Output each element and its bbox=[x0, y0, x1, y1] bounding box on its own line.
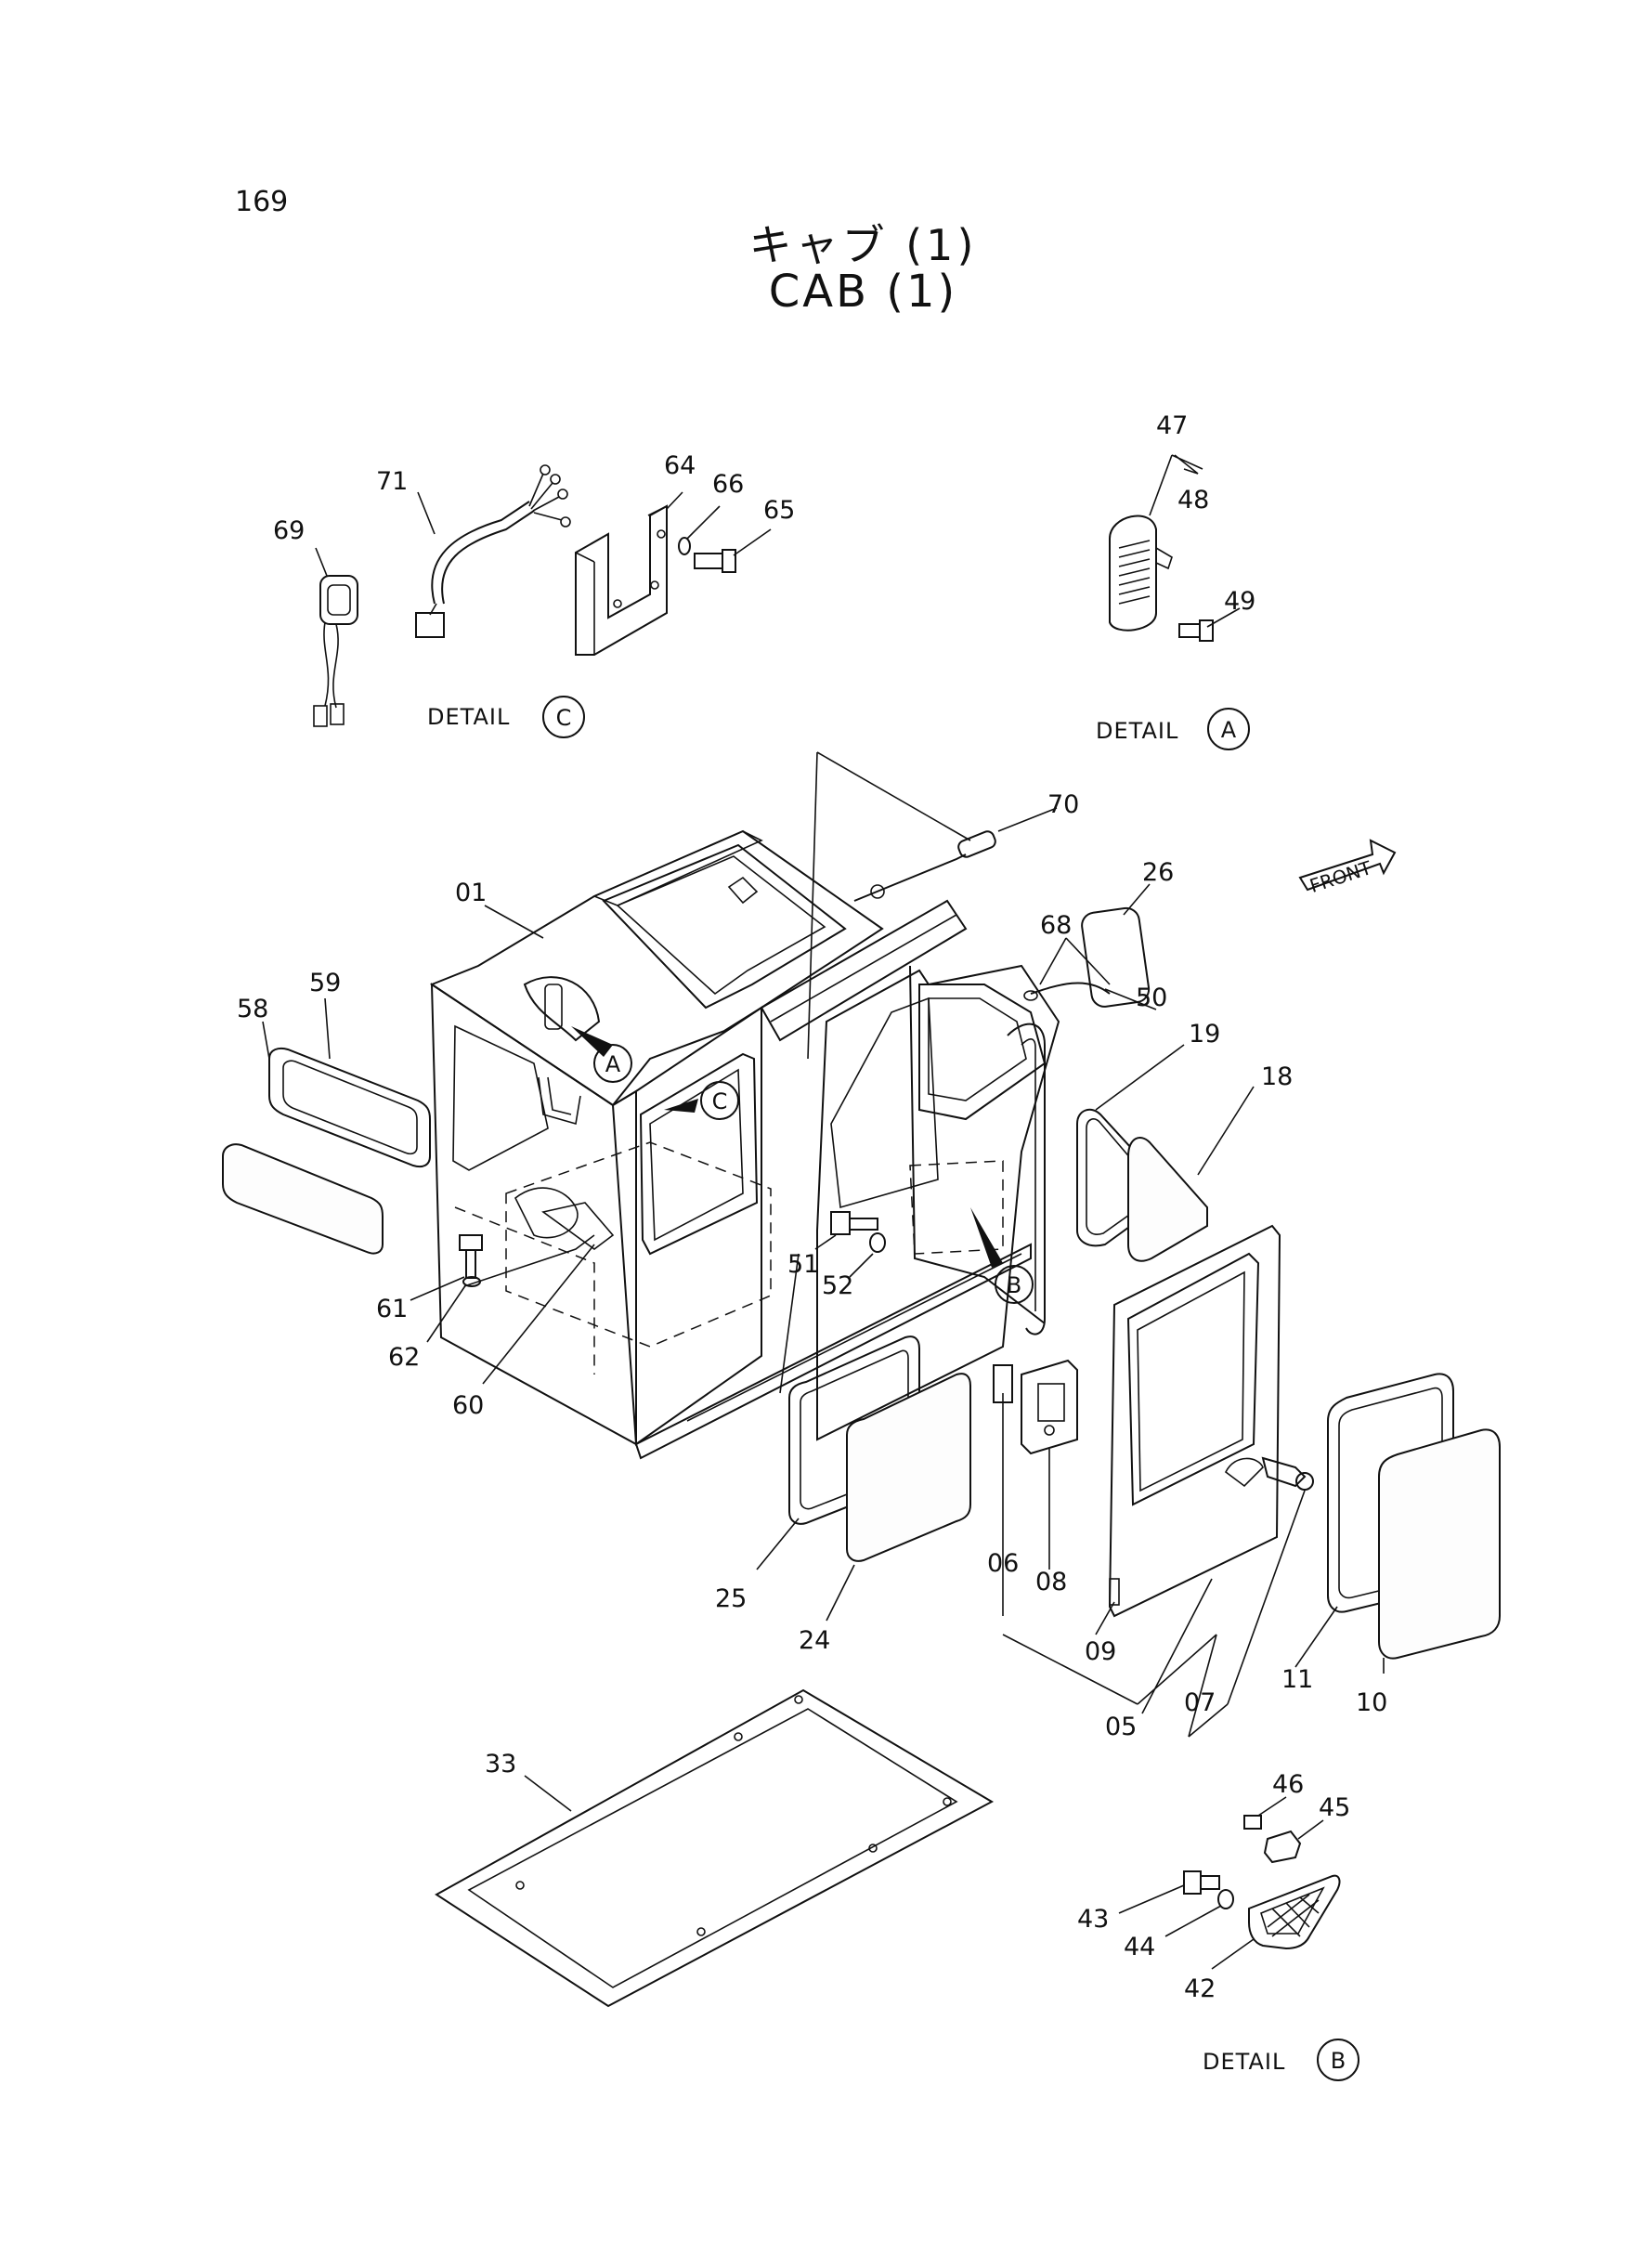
part-label-69: 69 bbox=[273, 516, 305, 545]
part-26-mirror bbox=[1081, 906, 1151, 1008]
part-01-cab-frame bbox=[429, 751, 1060, 1460]
detail-a-label: DETAIL bbox=[1096, 718, 1178, 744]
callout-b: B bbox=[1007, 1272, 1021, 1298]
part-05-door bbox=[1108, 1224, 1281, 1618]
part-69-lamp-socket bbox=[313, 575, 358, 727]
part-label-33: 33 bbox=[485, 1750, 516, 1778]
detail-b-label: DETAIL bbox=[1203, 2049, 1285, 2075]
part-label-11: 11 bbox=[1281, 1665, 1313, 1694]
detail-c-label: DETAIL bbox=[427, 704, 510, 730]
detail-a-circle bbox=[1207, 708, 1250, 750]
part-label-60: 60 bbox=[452, 1391, 484, 1420]
part-42-net-pocket bbox=[1248, 1874, 1341, 1950]
part-45-clip bbox=[1263, 1830, 1302, 1864]
part-label-49: 49 bbox=[1224, 587, 1255, 616]
detail-b-circle bbox=[1317, 2039, 1359, 2081]
leader-lines bbox=[262, 883, 1385, 1812]
part-47-48-lamp bbox=[1109, 515, 1173, 632]
part-label-08: 08 bbox=[1035, 1568, 1067, 1596]
part-65-bolt bbox=[694, 549, 736, 573]
part-51-bolt bbox=[830, 1211, 878, 1235]
part-70-cable bbox=[853, 807, 1058, 902]
part-66-lock-washer bbox=[678, 537, 691, 555]
part-label-47: 47 bbox=[1156, 411, 1188, 440]
part-10-glass bbox=[1378, 1428, 1501, 1660]
part-label-70: 70 bbox=[1047, 790, 1079, 819]
part-46-screw bbox=[1243, 1815, 1262, 1830]
detail-c-circle bbox=[542, 696, 585, 738]
part-label-19: 19 bbox=[1189, 1020, 1220, 1049]
front-label: FRONT bbox=[1307, 856, 1374, 897]
callout-b-group: B bbox=[970, 1207, 1034, 1304]
detail-c-letter: C bbox=[556, 705, 572, 731]
part-18-glass bbox=[1127, 1137, 1208, 1262]
part-label-62: 62 bbox=[388, 1343, 420, 1372]
part-label-52: 52 bbox=[822, 1271, 853, 1300]
part-label-68: 68 bbox=[1040, 911, 1072, 940]
part-label-43: 43 bbox=[1077, 1905, 1109, 1934]
part-label-42: 42 bbox=[1184, 1974, 1216, 2003]
detail-c-group: 71 69 64 66 65 DETAIL C bbox=[273, 451, 795, 738]
detail-a-group: 47 48 49 DETAIL A bbox=[1096, 411, 1255, 750]
part-52-washer bbox=[869, 1232, 886, 1253]
part-label-10: 10 bbox=[1356, 1688, 1387, 1717]
detail-b-letter: B bbox=[1331, 2048, 1346, 2074]
callout-c: C bbox=[712, 1088, 728, 1114]
part-50-handle bbox=[1007, 1023, 1046, 1335]
part-label-46: 46 bbox=[1272, 1770, 1304, 1799]
part-43-bolt bbox=[1183, 1870, 1220, 1895]
part-33-floor-seal bbox=[435, 1688, 995, 2008]
part-71-harness bbox=[415, 464, 571, 638]
part-68-wire bbox=[1023, 937, 1111, 1001]
part-label-50: 50 bbox=[1136, 984, 1167, 1012]
part-labels: 70 01 26 68 50 19 18 59 58 51 52 61 62 6… bbox=[237, 790, 1387, 1778]
part-07-handle bbox=[1261, 1456, 1314, 1491]
part-label-48: 48 bbox=[1177, 486, 1209, 515]
part-label-01: 01 bbox=[455, 879, 487, 907]
part-label-51: 51 bbox=[787, 1250, 819, 1279]
part-label-26: 26 bbox=[1142, 858, 1174, 887]
part-24-glass bbox=[846, 1373, 971, 1562]
part-64-bracket bbox=[575, 504, 668, 656]
part-label-06: 06 bbox=[987, 1549, 1019, 1578]
part-59-seal bbox=[268, 1047, 431, 1168]
part-44-washer bbox=[1217, 1889, 1234, 1909]
detail-b-group: 46 45 43 44 42 DETAIL B bbox=[1077, 1770, 1359, 2081]
part-61-bolt bbox=[459, 1234, 483, 1279]
part-label-05: 05 bbox=[1105, 1713, 1137, 1741]
part-label-45: 45 bbox=[1319, 1793, 1350, 1822]
front-direction-arrow: FRONT bbox=[1298, 839, 1397, 897]
part-label-61: 61 bbox=[376, 1295, 408, 1323]
part-label-24: 24 bbox=[799, 1626, 830, 1655]
part-label-71: 71 bbox=[376, 467, 408, 496]
part-label-66: 66 bbox=[712, 470, 744, 499]
callout-a-group: A bbox=[571, 1026, 632, 1083]
part-label-65: 65 bbox=[763, 496, 795, 525]
part-label-25: 25 bbox=[715, 1584, 747, 1613]
part-label-58: 58 bbox=[237, 995, 268, 1023]
title-japanese: キャブ (1) bbox=[748, 220, 978, 270]
part-58-glass bbox=[222, 1143, 384, 1255]
part-label-07: 07 bbox=[1184, 1688, 1216, 1717]
title-english: CAB (1) bbox=[768, 266, 958, 318]
detail-a-letter: A bbox=[1221, 717, 1237, 743]
part-label-59: 59 bbox=[309, 969, 341, 997]
part-08-hinge-plate bbox=[1021, 1359, 1078, 1455]
part-label-18: 18 bbox=[1261, 1062, 1293, 1091]
part-label-64: 64 bbox=[664, 451, 696, 480]
part-49-screw bbox=[1178, 619, 1214, 642]
part-label-44: 44 bbox=[1124, 1933, 1155, 1961]
page-number: 169 bbox=[235, 186, 289, 218]
callout-c-group: C bbox=[664, 1081, 739, 1120]
part-label-09: 09 bbox=[1085, 1637, 1116, 1666]
callout-a: A bbox=[605, 1051, 621, 1077]
